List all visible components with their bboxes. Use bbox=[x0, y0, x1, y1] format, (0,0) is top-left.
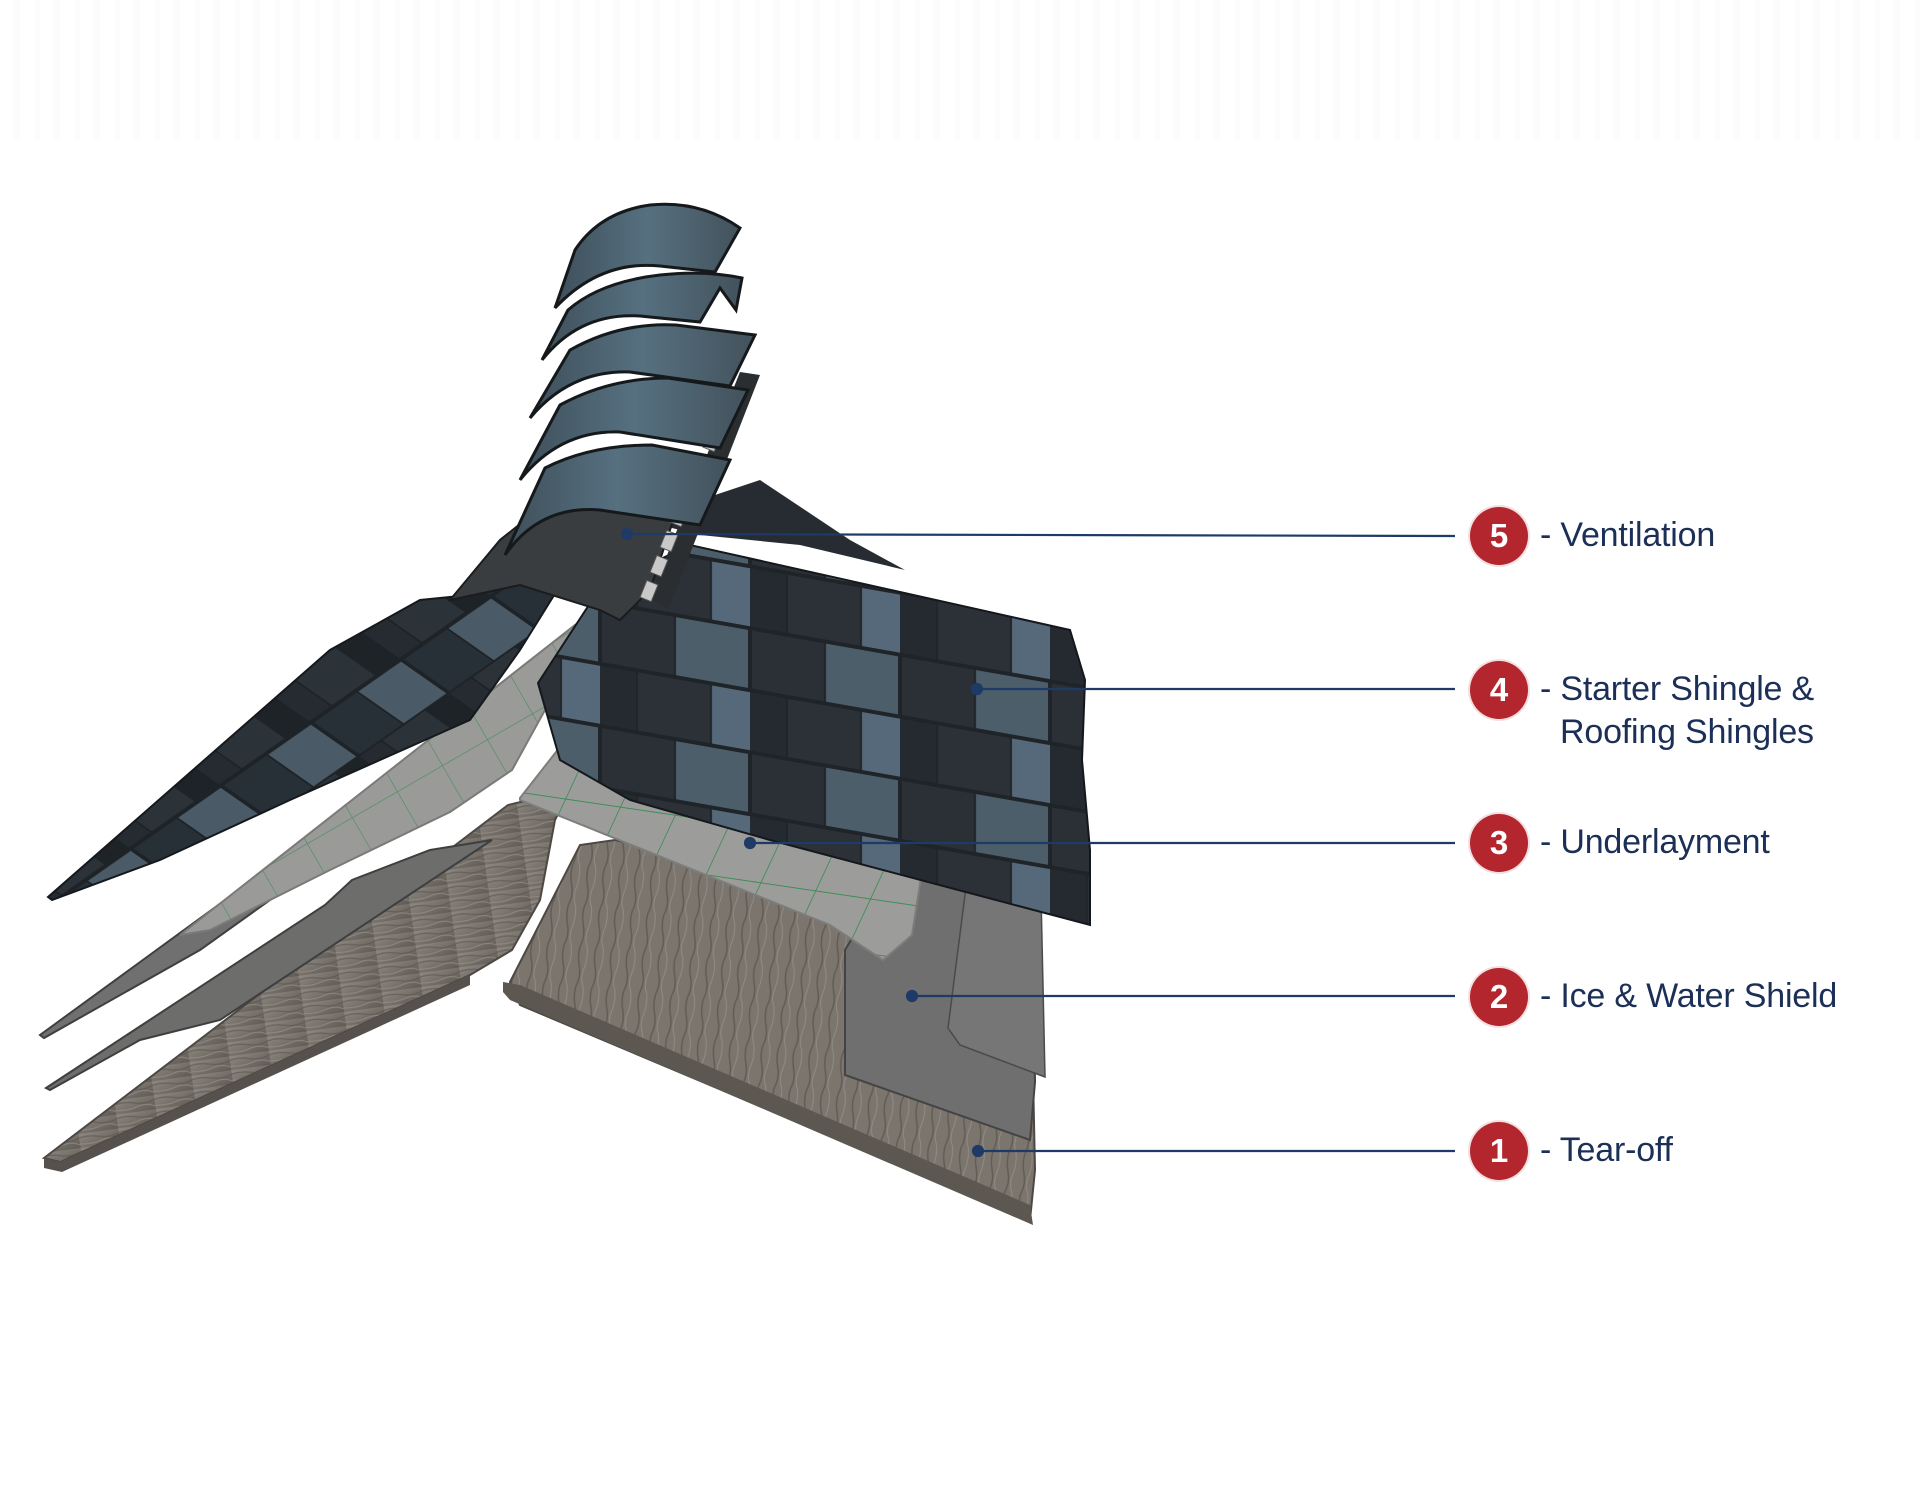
layer-label-text: - Starter Shingle & Roofing Shingles bbox=[1540, 670, 1814, 751]
leader-dot-3 bbox=[743, 836, 757, 850]
right-ice-water-shield bbox=[844, 839, 1046, 1142]
layer-label-shingles: 4 - Starter Shingle & Roofing Shingles bbox=[1470, 661, 1814, 754]
layer-label-text: - Ventilation bbox=[1540, 516, 1716, 554]
leader-dot-2 bbox=[905, 989, 919, 1003]
layer-label-underlayment: 3 - Underlayment bbox=[1470, 814, 1770, 872]
layer-label-ventilation: 5 - Ventilation bbox=[1470, 507, 1715, 565]
leader-line-5 bbox=[626, 532, 1456, 538]
layer-label-tear-off: 1 - Tear-off bbox=[1470, 1122, 1673, 1180]
layer-label-text: - Tear-off bbox=[1540, 1131, 1673, 1169]
number-badge: 4 bbox=[1470, 661, 1528, 719]
leader-dot-4 bbox=[970, 682, 984, 696]
number-badge: 2 bbox=[1470, 968, 1528, 1026]
leader-dot-1 bbox=[971, 1144, 985, 1158]
ridge-cap-shingles bbox=[503, 202, 758, 556]
leader-lines bbox=[620, 527, 1456, 1158]
number-badge: 1 bbox=[1470, 1122, 1528, 1180]
left-roofing-shingles bbox=[46, 578, 558, 902]
layer-label-ice-water-shield: 2 - Ice & Water Shield bbox=[1470, 968, 1837, 1026]
number-badge: 5 bbox=[1470, 507, 1528, 565]
faded-header-artifact bbox=[0, 0, 1920, 140]
number-badge: 3 bbox=[1470, 814, 1528, 872]
layer-label-text: - Ice & Water Shield bbox=[1540, 977, 1838, 1015]
leader-dot-5 bbox=[620, 527, 634, 541]
layer-label-text: - Underlayment bbox=[1540, 823, 1770, 861]
